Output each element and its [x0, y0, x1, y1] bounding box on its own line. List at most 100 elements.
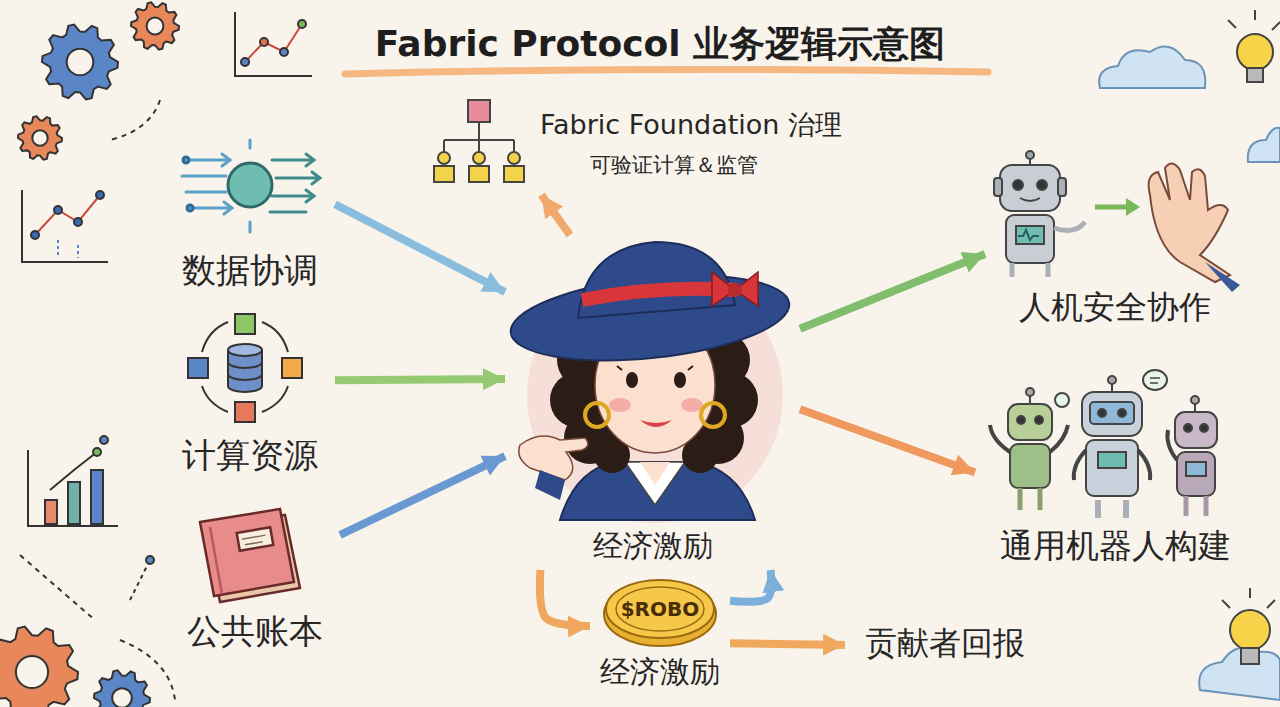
robots-icon — [1090, 402, 1134, 424]
flow-arrow — [335, 204, 505, 292]
gear — [94, 670, 150, 707]
gear — [18, 116, 62, 159]
robot-icon — [1026, 151, 1034, 159]
flow-arrow — [340, 456, 505, 535]
compute-icon — [235, 314, 255, 334]
cloud — [1199, 648, 1280, 700]
flow-arrow — [730, 643, 845, 645]
robots-icon — [1086, 440, 1138, 496]
title: Fabric Protocol 业务逻辑示意图 — [0, 22, 1280, 65]
gear — [32, 130, 47, 145]
book-icon — [200, 509, 294, 596]
flow-arrow — [730, 570, 771, 602]
robot-icon — [1020, 198, 1040, 201]
node-label: 数据协调 — [165, 250, 335, 291]
robots-icon — [1074, 450, 1151, 480]
light-bulb — [1237, 34, 1273, 70]
chart-icon — [245, 24, 302, 62]
chart-icon — [298, 20, 306, 28]
robot-icon — [1058, 178, 1066, 196]
gears — [0, 2, 179, 707]
presenter-figure — [701, 403, 725, 427]
chart-icon — [54, 206, 62, 214]
org-chart-icon — [438, 152, 450, 164]
chart-icon — [28, 450, 118, 526]
robots-icon — [1175, 412, 1217, 448]
org-chart-icon — [504, 166, 524, 182]
governance-node: Fabric Foundation 治理可验证计算＆监管 — [425, 95, 910, 195]
presenter-figure — [535, 470, 565, 500]
chart-icon — [235, 12, 312, 76]
robots-icon — [1026, 388, 1034, 396]
robot-icon — [1012, 263, 1048, 277]
light-bulb — [1228, 10, 1280, 30]
flow-arrow — [800, 254, 985, 329]
output-node: 通用机器人构建 — [975, 370, 1255, 575]
book-icon — [237, 527, 274, 551]
robots-icon — [1098, 409, 1106, 417]
presenter-figure — [640, 462, 670, 485]
chart-icon — [110, 100, 160, 140]
flow-arrow — [335, 379, 505, 380]
presenter-figure — [507, 242, 794, 523]
node-label: 计算资源 — [165, 435, 335, 476]
gear — [42, 25, 118, 100]
gear — [16, 656, 48, 688]
light-bulb — [1241, 648, 1259, 664]
node-label: 通用机器人构建 — [975, 526, 1255, 566]
presenter-figure — [712, 272, 758, 306]
robots-icon — [1108, 376, 1116, 384]
input-node: 数据协调 — [165, 130, 335, 295]
gear — [0, 627, 78, 707]
robot-icon — [1013, 180, 1023, 190]
compute-icon — [282, 358, 302, 378]
robots-icon — [1143, 370, 1167, 390]
chart-icon — [100, 436, 108, 444]
presenter-figure — [560, 462, 755, 520]
cloud — [1099, 47, 1280, 700]
org-chart-icon — [434, 166, 454, 182]
gear — [67, 49, 94, 76]
robot-icon — [1054, 222, 1085, 230]
gear — [94, 670, 150, 707]
chart-icon — [93, 448, 101, 456]
robots-icon — [1017, 416, 1025, 424]
robots-icon — [1082, 392, 1142, 436]
robots-icon — [1184, 424, 1192, 432]
robots-icon — [1150, 378, 1160, 383]
handoff-arrow — [1126, 198, 1140, 216]
robots-icon — [1194, 404, 1196, 412]
light-bulb — [1247, 68, 1263, 82]
input-node: 计算资源 — [165, 305, 335, 480]
chart-icon — [146, 556, 154, 564]
flow-arrow — [541, 195, 570, 235]
org-chart-icon — [444, 122, 514, 152]
title-underline — [345, 69, 988, 74]
robots-icon — [1098, 500, 1126, 518]
presenter-figure — [582, 289, 734, 300]
presenter-figure — [728, 283, 742, 297]
robot-icon — [994, 151, 1085, 277]
flow-arrow — [800, 409, 975, 472]
compute-icon — [202, 322, 288, 412]
chart-icon — [50, 452, 97, 490]
book-icon — [242, 535, 267, 545]
compute-icon — [235, 402, 255, 422]
chart-icon — [22, 190, 108, 262]
compute-icon — [228, 362, 262, 380]
light-bulb — [1230, 610, 1270, 650]
reward-node: 贡献者回报 — [845, 620, 1045, 670]
org-chart-icon — [473, 152, 485, 164]
chart-icon — [31, 231, 39, 239]
cloud — [1248, 128, 1280, 162]
gear — [42, 25, 118, 100]
token-node: $ROBO经济激励 — [590, 580, 730, 695]
data-hub-icon — [183, 157, 189, 163]
robots-icon — [1035, 416, 1043, 424]
data-hub-icon — [228, 163, 272, 207]
data-hub-icon — [182, 140, 320, 232]
robots-icon — [1200, 424, 1208, 432]
chart-icon — [68, 482, 80, 524]
robots-icon — [1177, 452, 1215, 496]
